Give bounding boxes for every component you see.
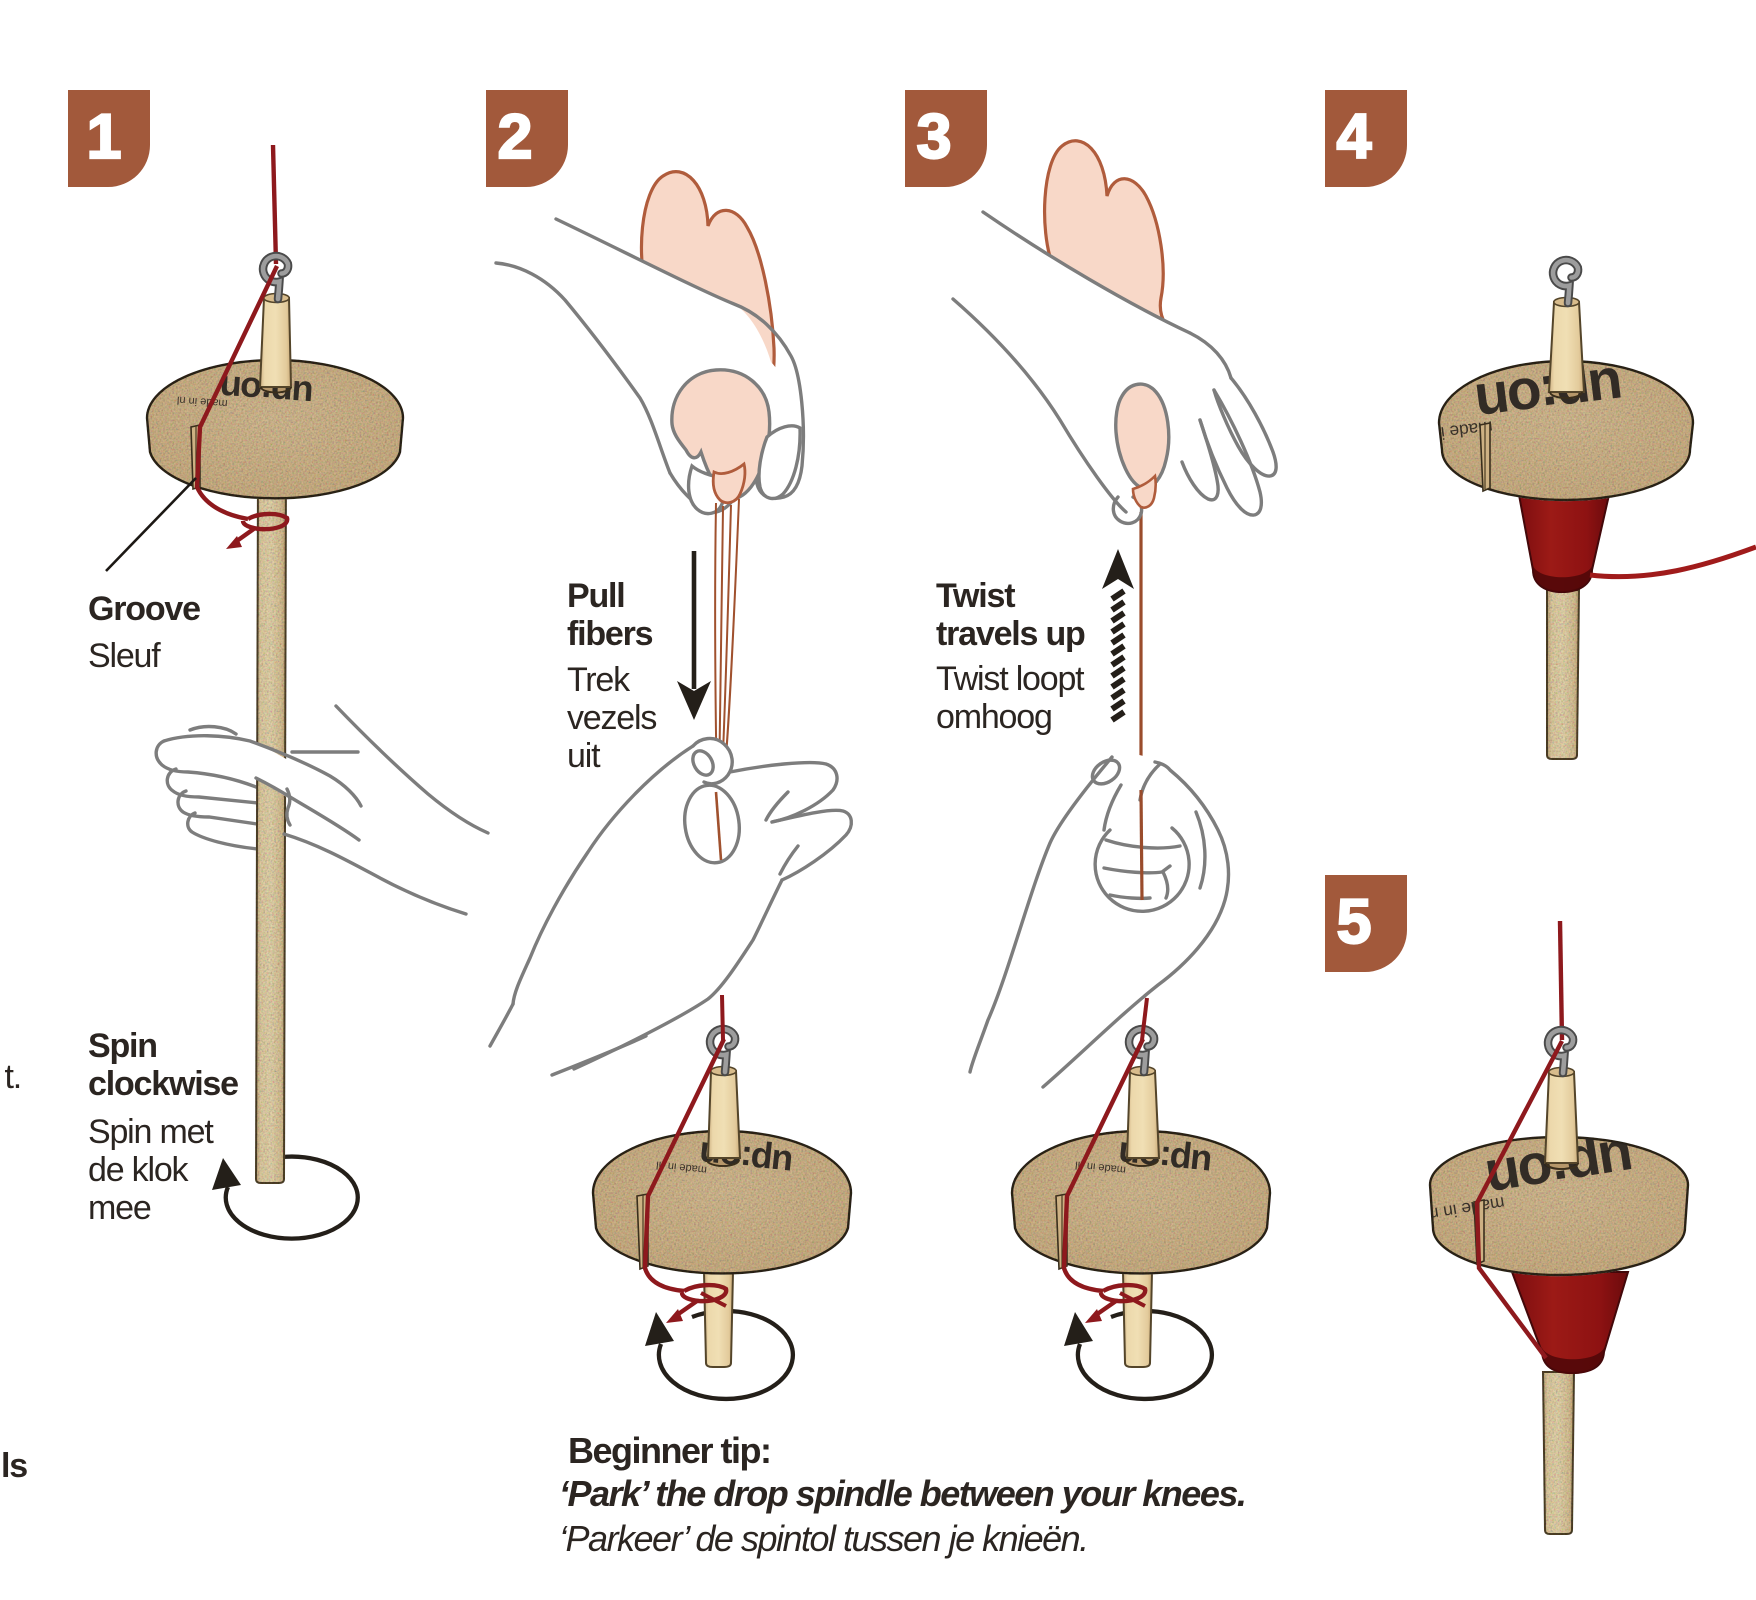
svg-text:Spin: Spin [88,1027,157,1065]
svg-text:omhoog: omhoog [936,698,1052,736]
svg-text:Twist loopt: Twist loopt [936,660,1085,698]
svg-text:5: 5 [1336,887,1371,957]
svg-text:t.: t. [5,1058,22,1096]
svg-text:3: 3 [916,102,951,172]
svg-text:fibers: fibers [567,615,653,653]
svg-text:Beginner tip:: Beginner tip: [568,1430,771,1471]
svg-text:vezels: vezels [567,699,656,737]
svg-text:clockwise: clockwise [88,1065,238,1103]
svg-text:Groove: Groove [88,590,200,628]
svg-text:travels up: travels up [936,615,1085,653]
svg-text:Pull: Pull [567,577,625,615]
svg-text:‘Park’ the drop spindle betwee: ‘Park’ the drop spindle between your kne… [559,1473,1245,1514]
svg-text:ls: ls [1,1447,27,1485]
svg-text:4: 4 [1336,102,1371,172]
svg-text:Spin met: Spin met [88,1113,214,1151]
svg-text:‘Parkeer’ de spintol tussen je: ‘Parkeer’ de spintol tussen je knieën. [559,1518,1088,1559]
svg-text:2: 2 [497,102,532,172]
svg-text:de klok: de klok [88,1151,190,1189]
svg-text:1: 1 [86,102,121,172]
svg-text:Sleuf: Sleuf [88,637,161,675]
svg-text:mee: mee [88,1189,151,1227]
svg-text:Twist: Twist [936,577,1015,615]
svg-text:Trek: Trek [567,661,631,699]
svg-text:uit: uit [567,737,601,775]
